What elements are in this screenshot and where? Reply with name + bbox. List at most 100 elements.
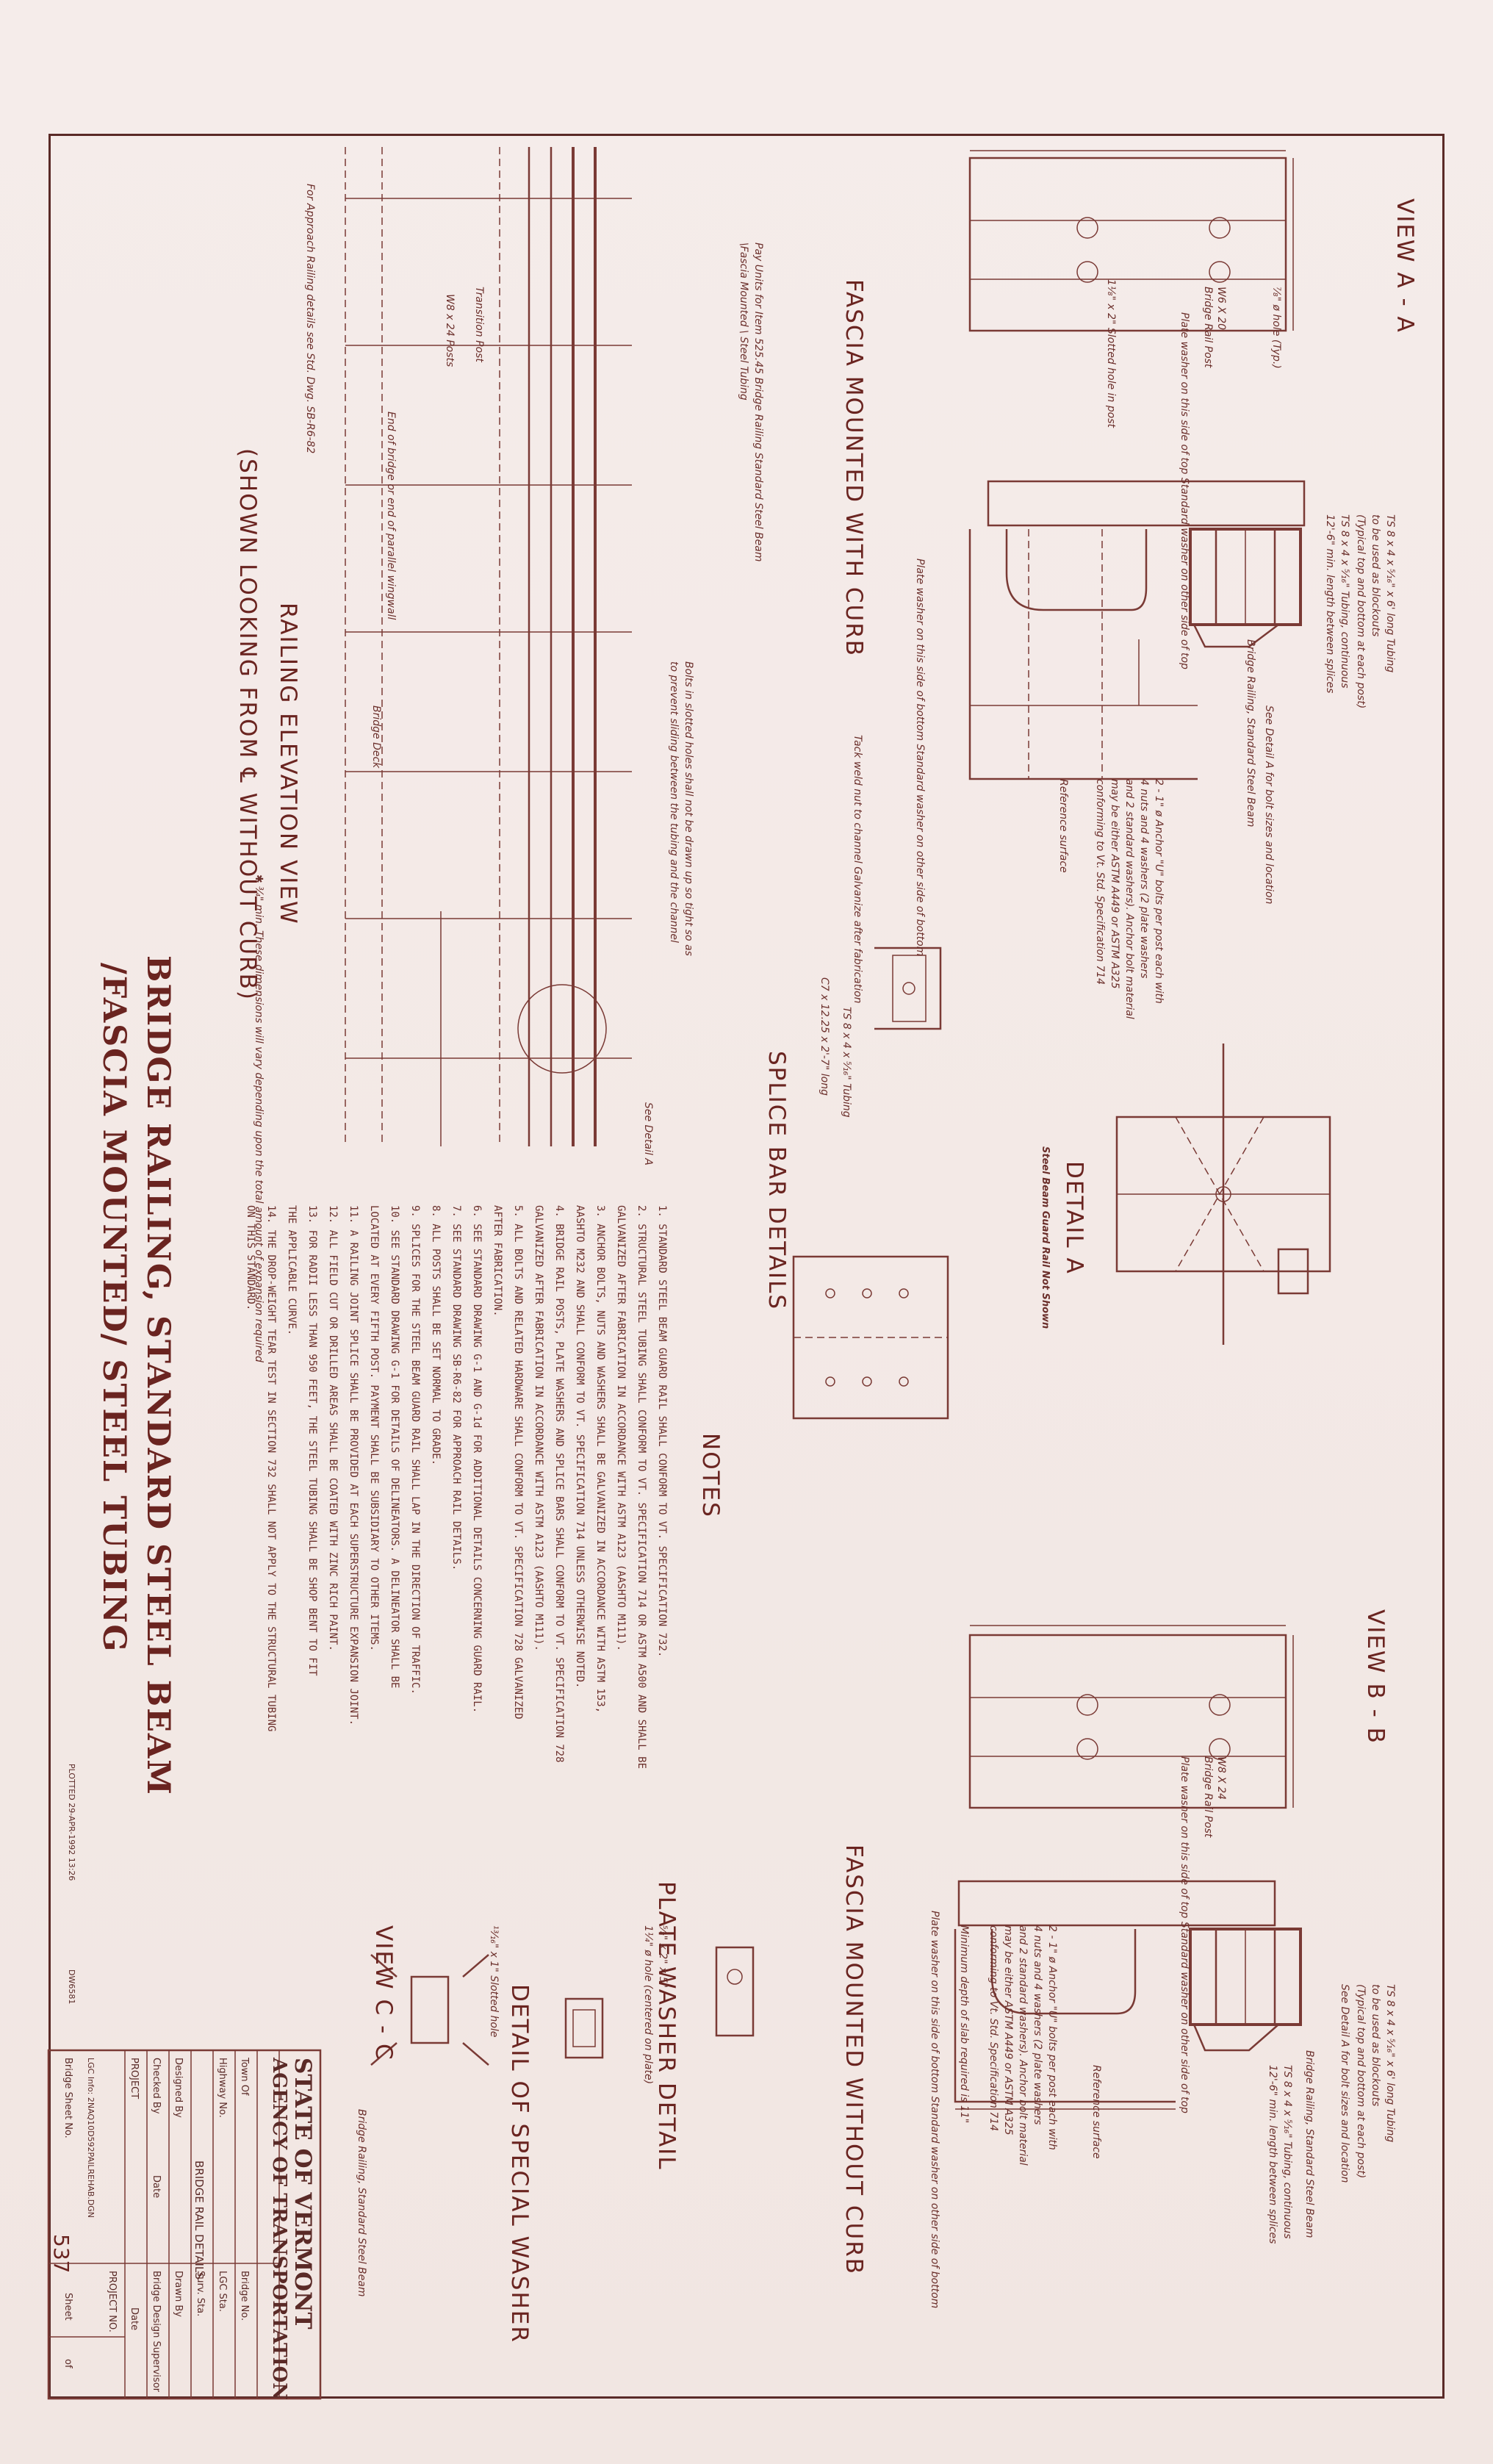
note-line: 2. STRUCTURAL STEEL TUBING SHALL CONFORM… bbox=[636, 1205, 647, 1770]
label-bridge-railing-b: Bridge Railing, Standard Steel Beam bbox=[1303, 2050, 1315, 2238]
note-line: LOCATED AT EVERY FIFTH POST. PAYMENT SHA… bbox=[368, 1205, 380, 1651]
label-ts-tubing: TS 8 x 4 x ⁵⁄₁₆" Tubing bbox=[841, 1007, 852, 1118]
heading-view-aa: VIEW A - A bbox=[1392, 198, 1418, 334]
handwritten-sheet-number: 537 bbox=[49, 2234, 73, 2274]
label-blockout-note: to be used as blockouts bbox=[1370, 514, 1381, 637]
heading-splice-bar: SPLICE BAR DETAILS bbox=[763, 1051, 790, 1311]
label-blockout-note2-b: (Typical top and bottom at each post) bbox=[1355, 1984, 1367, 2179]
note-line: THE APPLICABLE CURVE. bbox=[286, 1205, 298, 1336]
tb-bridge-no: Bridge No. bbox=[239, 2271, 250, 2321]
label-anchor-bolts2: 4 nuts and 4 washers (2 plate washers bbox=[1138, 779, 1150, 979]
label-slotted-hole: 1⅛" x 2" Slotted hole in post bbox=[1105, 279, 1117, 428]
label-reference-surface: Reference surface bbox=[1057, 779, 1069, 873]
view-bb-drawing bbox=[968, 1625, 1294, 1809]
label-ts-blockout-b: TS 8 x 4 x ⁵⁄₁₆" x 6' long Tubing bbox=[1384, 1984, 1396, 2143]
note-line: 8. ALL POSTS SHALL BE SET NORMAL TO GRAD… bbox=[430, 1205, 442, 1466]
label-blockout-note2: (Typical top and bottom at each post) bbox=[1355, 514, 1367, 709]
note-line: 5. ALL BOLTS AND RELATED HARDWARE SHALL … bbox=[512, 1205, 524, 1720]
tb-surv-sta: Surv. Sta. bbox=[195, 2271, 206, 2317]
label-anchor-bolts5-b: conforming to Vt. Std. Specification 714 bbox=[987, 1925, 999, 2132]
sheet-border bbox=[48, 134, 1445, 2399]
label-plate-washer-size: ⅝" x 2" x 5" bbox=[657, 1925, 669, 1989]
fascia-without-curb-drawing bbox=[954, 1880, 1302, 2110]
detail-a-subtitle: Steel Beam Guard Rail Not Shown bbox=[1040, 1146, 1051, 1329]
tb-project: PROJECT bbox=[129, 2058, 140, 2100]
note-line: 7. SEE STANDARD DRAWING SB-R6-82 FOR APP… bbox=[450, 1205, 462, 1571]
label-bridge-railing-short: Bridge Railing, Standard Steel Beam bbox=[356, 2109, 367, 2297]
tb-designed-by: Designed By bbox=[173, 2058, 184, 2118]
label-end-of-bridge: End of bridge or end of parallel wingwal… bbox=[385, 412, 397, 620]
tb-date: Date bbox=[151, 2175, 162, 2199]
label-pay-units: Pay Units for Item 525.45 Bridge Railing… bbox=[752, 243, 764, 562]
label-bridge-rail-post: Bridge Rail Post bbox=[1202, 287, 1214, 368]
label-anchor-bolts-b: 2 - 1" ø Anchor "U" bolts per post each … bbox=[1046, 1925, 1058, 2150]
tb-sheet: Sheet bbox=[62, 2293, 73, 2321]
label-w8x24: W8 X 24 bbox=[1215, 1756, 1227, 1800]
tb-highway-no: Highway No. bbox=[217, 2058, 228, 2118]
label-plate-washer-bottom: Plate washer on this side of bottom Stan… bbox=[914, 558, 926, 957]
tb-town-of: Town Of bbox=[239, 2058, 250, 2096]
label-plate-washer-top: Plate washer on this side of top Standar… bbox=[1179, 312, 1190, 669]
label-expansion-note: ✱ ¾" min. These dimensions will vary dep… bbox=[253, 874, 265, 1362]
heading-detail-a: DETAIL A bbox=[1061, 1161, 1087, 1275]
label-anchor-bolts3: and 2 standard washers). Anchor bolt mat… bbox=[1123, 779, 1135, 1019]
label-min-length-b: 12'-6" min. length between splices bbox=[1267, 2065, 1278, 2244]
label-pay-units2: \Fascia Mounted \ Steel Tubing bbox=[738, 243, 749, 401]
tb-checked-by: Checked By bbox=[151, 2058, 162, 2114]
railing-elevation-drawing bbox=[345, 147, 632, 1146]
heading-view-cc: VIEW C - C bbox=[370, 1925, 397, 2061]
heading-special-washer: DETAIL OF SPECIAL WASHER bbox=[506, 1984, 533, 2343]
detail-a-drawing bbox=[1115, 1044, 1331, 1345]
label-approach-railing: For Approach Railing details see Std. Dw… bbox=[304, 184, 316, 454]
label-anchor-bolts: 2 - 1" ø Anchor "U" bolts per post each … bbox=[1153, 779, 1165, 1004]
label-w6x20: W6 X 20 bbox=[1215, 287, 1227, 331]
label-plate-washer-hole: 1¼" ø hole (centered on plate) bbox=[642, 1925, 654, 2085]
label-blockout-note-b: to be used as blockouts bbox=[1370, 1984, 1381, 2107]
label-ts-continuous: TS 8 x 4 x ⁵⁄₁₆" Tubing, continuous bbox=[1339, 514, 1350, 689]
note-line: GALVANIZED AFTER FABRICATION IN ACCORDAN… bbox=[533, 1205, 544, 1651]
tb-lgc-sta: LGC Sta. bbox=[217, 2271, 228, 2312]
plotted-note: PLOTTED 29-APR-1992 13:26 bbox=[67, 1764, 76, 1881]
note-line: 10. SEE STANDARD DRAWING G-1 FOR DETAILS… bbox=[389, 1205, 400, 1689]
label-anchor-bolts4: may be either ASTM A449 or ASTM A325 bbox=[1109, 779, 1120, 989]
note-line: 1. STANDARD STEEL BEAM GUARD RAIL SHALL … bbox=[656, 1205, 668, 1658]
label-bolts-slotted: Bolts in slotted holes shall not be draw… bbox=[683, 661, 694, 956]
tb-project-title: BRIDGE RAIL DETAILS bbox=[193, 2161, 206, 2280]
note-line: 6. SEE STANDARD DRAWING G-1 AND G-1d FOR… bbox=[471, 1205, 483, 1714]
label-hole-78: ⅞" ø hole (Typ.) bbox=[1270, 287, 1282, 369]
note-line: GALVANIZED AFTER FABRICATION IN ACCORDAN… bbox=[615, 1205, 627, 1651]
label-w8x24-posts: W8 x 24 Posts bbox=[444, 294, 456, 367]
heading-fascia-with-curb: FASCIA MOUNTED WITH CURB bbox=[841, 279, 867, 658]
heading-fascia-without-curb: FASCIA MOUNTED WITHOUT CURB bbox=[841, 1845, 867, 2276]
tb-date-2: Date bbox=[129, 2307, 140, 2331]
title-block-lines bbox=[47, 2049, 322, 2400]
tb-state: STATE OF VERMONT bbox=[289, 2058, 316, 2330]
note-line: 4. BRIDGE RAIL POSTS, PLATE WASHERS AND … bbox=[553, 1205, 565, 1763]
label-ts-continuous-b: TS 8 x 4 x ⁵⁄₁₆" Tubing, continuous bbox=[1281, 2065, 1293, 2239]
label-min-length: 12'-6" min. length between splices bbox=[1324, 514, 1336, 694]
label-bolts-slotted2: to prevent sliding between the tubing an… bbox=[668, 661, 680, 943]
label-see-detail-a-short: See Detail A bbox=[642, 1102, 654, 1165]
heading-view-bb: VIEW B - B bbox=[1362, 1609, 1389, 1745]
tb-of: of bbox=[62, 2359, 73, 2368]
label-special-slotted: ¹³⁄₁₆" x 1" Slotted hole bbox=[488, 1925, 500, 2038]
note-line: 11. A RAILING JOINT SPLICE SHALL BE PROV… bbox=[348, 1205, 359, 1726]
note-line: AASHTO M232 AND SHALL CONFORM TO VT. SPE… bbox=[574, 1205, 586, 1689]
label-anchor-bolts3-b: and 2 standard washers). Anchor bolt mat… bbox=[1017, 1925, 1029, 2166]
splice-bar-drawing bbox=[792, 947, 949, 1420]
label-reference-surface-b: Reference surface bbox=[1090, 2065, 1102, 2159]
label-plate-washer-top-b: Plate washer on this side of top Standar… bbox=[1179, 1756, 1190, 2113]
label-ts-blockout: TS 8 x 4 x ⁵⁄₁₆" x 6' long Tubing bbox=[1384, 514, 1396, 673]
label-see-detail-a-b: See Detail A for bolt sizes and location bbox=[1339, 1984, 1350, 2183]
label-anchor-bolts2-b: 4 nuts and 4 washers (2 plate washers bbox=[1032, 1925, 1043, 2125]
note-line: 9. SPLICES FOR THE STEEL BEAM GUARD RAIL… bbox=[409, 1205, 421, 1695]
tb-bridge-design-supervisor: Bridge Design Supervisor bbox=[151, 2271, 162, 2392]
label-splice-bar-size: C7 x 12.25 x 2'-7" long bbox=[819, 977, 830, 1096]
note-line: 12. ALL FIELD CUT OR DRILLED AREAS SHALL… bbox=[327, 1205, 339, 1651]
fascia-with-curb-drawing bbox=[968, 480, 1306, 780]
sheet-title-line2: /FASCIA MOUNTED/ STEEL TUBING bbox=[96, 963, 132, 1653]
label-min-depth: Minimum depth of slab required is 11" bbox=[958, 1925, 970, 2124]
sheet-title-line1: BRIDGE RAILING, STANDARD STEEL BEAM bbox=[140, 955, 176, 1796]
